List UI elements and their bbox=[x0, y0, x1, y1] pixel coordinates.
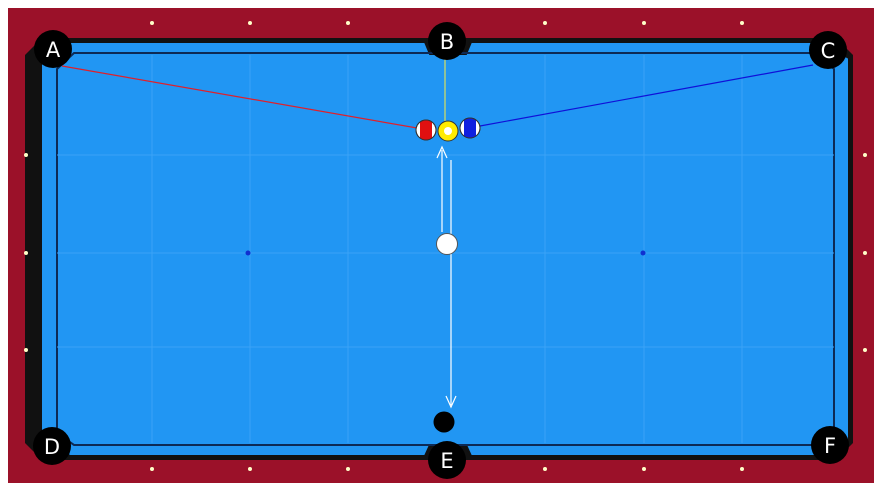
diamond-marker bbox=[248, 21, 252, 25]
diamond-marker bbox=[543, 21, 547, 25]
pocket-e[interactable]: E bbox=[428, 441, 466, 479]
ball-stripe bbox=[420, 119, 432, 141]
diamond-marker bbox=[543, 467, 547, 471]
pocket-c[interactable]: C bbox=[809, 31, 847, 69]
pocket-d[interactable]: D bbox=[33, 427, 71, 465]
yellow-solid-ball[interactable] bbox=[438, 121, 458, 141]
pocket-label: D bbox=[44, 435, 60, 459]
pocket-label: A bbox=[46, 38, 61, 62]
red-stripe-ball[interactable] bbox=[416, 119, 436, 141]
diamond-marker bbox=[863, 251, 867, 255]
diamond-marker bbox=[248, 467, 252, 471]
diamond-marker bbox=[740, 21, 744, 25]
pocket-b[interactable]: B bbox=[428, 22, 466, 60]
pocket-label: B bbox=[440, 30, 454, 54]
diamond-marker bbox=[740, 467, 744, 471]
diamond-marker bbox=[24, 251, 28, 255]
cue-ball[interactable] bbox=[437, 234, 458, 255]
diamond-marker bbox=[24, 348, 28, 352]
pocket-label: C bbox=[821, 39, 836, 63]
ball-stripe bbox=[464, 117, 476, 139]
blue-stripe-ball[interactable] bbox=[460, 117, 480, 139]
head-spot bbox=[246, 251, 251, 256]
ball-number-circle bbox=[444, 127, 452, 135]
diamond-marker bbox=[346, 21, 350, 25]
pocket-f[interactable]: F bbox=[811, 426, 849, 464]
pocket-label: E bbox=[440, 449, 453, 473]
diamond-marker bbox=[863, 348, 867, 352]
diamond-marker bbox=[863, 153, 867, 157]
pocket-a[interactable]: A bbox=[34, 30, 72, 68]
diamond-marker bbox=[642, 467, 646, 471]
eight-ball[interactable] bbox=[434, 412, 455, 433]
diamond-marker bbox=[150, 467, 154, 471]
diamond-marker bbox=[150, 21, 154, 25]
diamond-marker bbox=[24, 153, 28, 157]
diamond-marker bbox=[642, 21, 646, 25]
diamond-marker bbox=[346, 467, 350, 471]
pocket-label: F bbox=[824, 434, 836, 458]
foot-spot bbox=[641, 251, 646, 256]
